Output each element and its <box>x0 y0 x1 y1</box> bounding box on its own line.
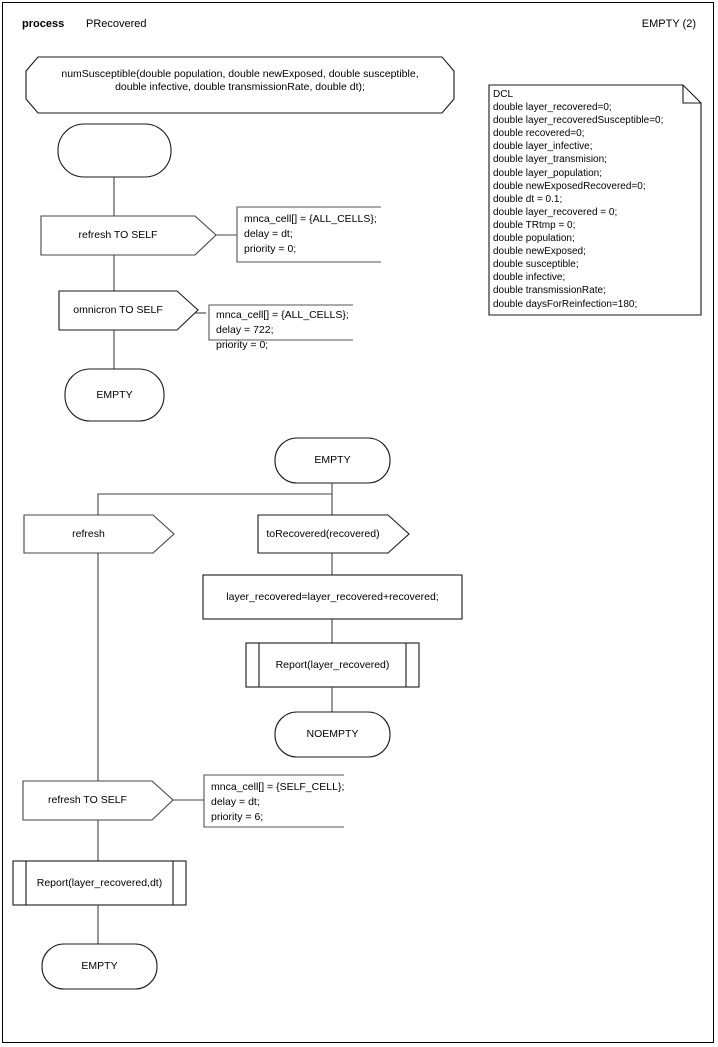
output-refresh-self-2-shape <box>22 780 174 821</box>
output-omnicron-self-shape <box>58 290 199 331</box>
state-empty-2-shape <box>274 437 391 484</box>
start-symbol-shape <box>57 123 172 178</box>
state-counter-label: EMPTY (2) <box>641 18 696 30</box>
call-report-2-shape <box>12 860 187 906</box>
comment-1-shape <box>236 206 381 263</box>
comment-1-text: mnca_cell[] = {ALL_CELLS}; delay = dt; p… <box>244 212 377 257</box>
comment-3-line-2: delay = dt; <box>211 796 260 808</box>
state-noempty-shape <box>274 711 391 758</box>
input-to-recovered-shape <box>257 514 410 554</box>
procedure-signature-shape <box>25 56 455 114</box>
process-keyword: process <box>22 18 65 30</box>
comment-3-shape <box>203 774 344 828</box>
task-layer-recovered-shape <box>202 574 463 620</box>
comment-2-line-2: delay = 722; <box>216 324 274 336</box>
dcl-note-shape <box>488 84 702 316</box>
edge-state2-branch-horizontal <box>97 493 332 515</box>
state-empty-3-shape <box>41 943 158 990</box>
dcl-note-fold <box>682 85 701 104</box>
comment-3-line-3: priority = 6; <box>211 811 264 823</box>
comment-1-line-1: mnca_cell[] = {ALL_CELLS}; <box>244 213 377 225</box>
comment-2-line-3: priority = 0; <box>216 339 269 351</box>
state-empty-1-shape <box>64 368 165 422</box>
comment-2-text: mnca_cell[] = {ALL_CELLS}; delay = 722; … <box>216 308 349 353</box>
process-name: PRecovered <box>86 18 147 30</box>
call-report-1-shape <box>245 642 420 688</box>
dcl-note-text: DCL double layer_recovered=0; double lay… <box>493 89 664 310</box>
comment-3-text: mnca_cell[] = {SELF_CELL}; delay = dt; p… <box>211 780 344 825</box>
input-refresh-shape <box>23 514 175 554</box>
comment-2-line-1: mnca_cell[] = {ALL_CELLS}; <box>216 309 349 321</box>
comment-1-line-2: delay = dt; <box>244 228 293 240</box>
comment-3-line-1: mnca_cell[] = {SELF_CELL}; <box>211 781 345 793</box>
comment-1-line-3: priority = 0; <box>244 243 297 255</box>
comment-2-shape <box>208 304 353 341</box>
output-refresh-self-1-shape <box>40 215 217 256</box>
